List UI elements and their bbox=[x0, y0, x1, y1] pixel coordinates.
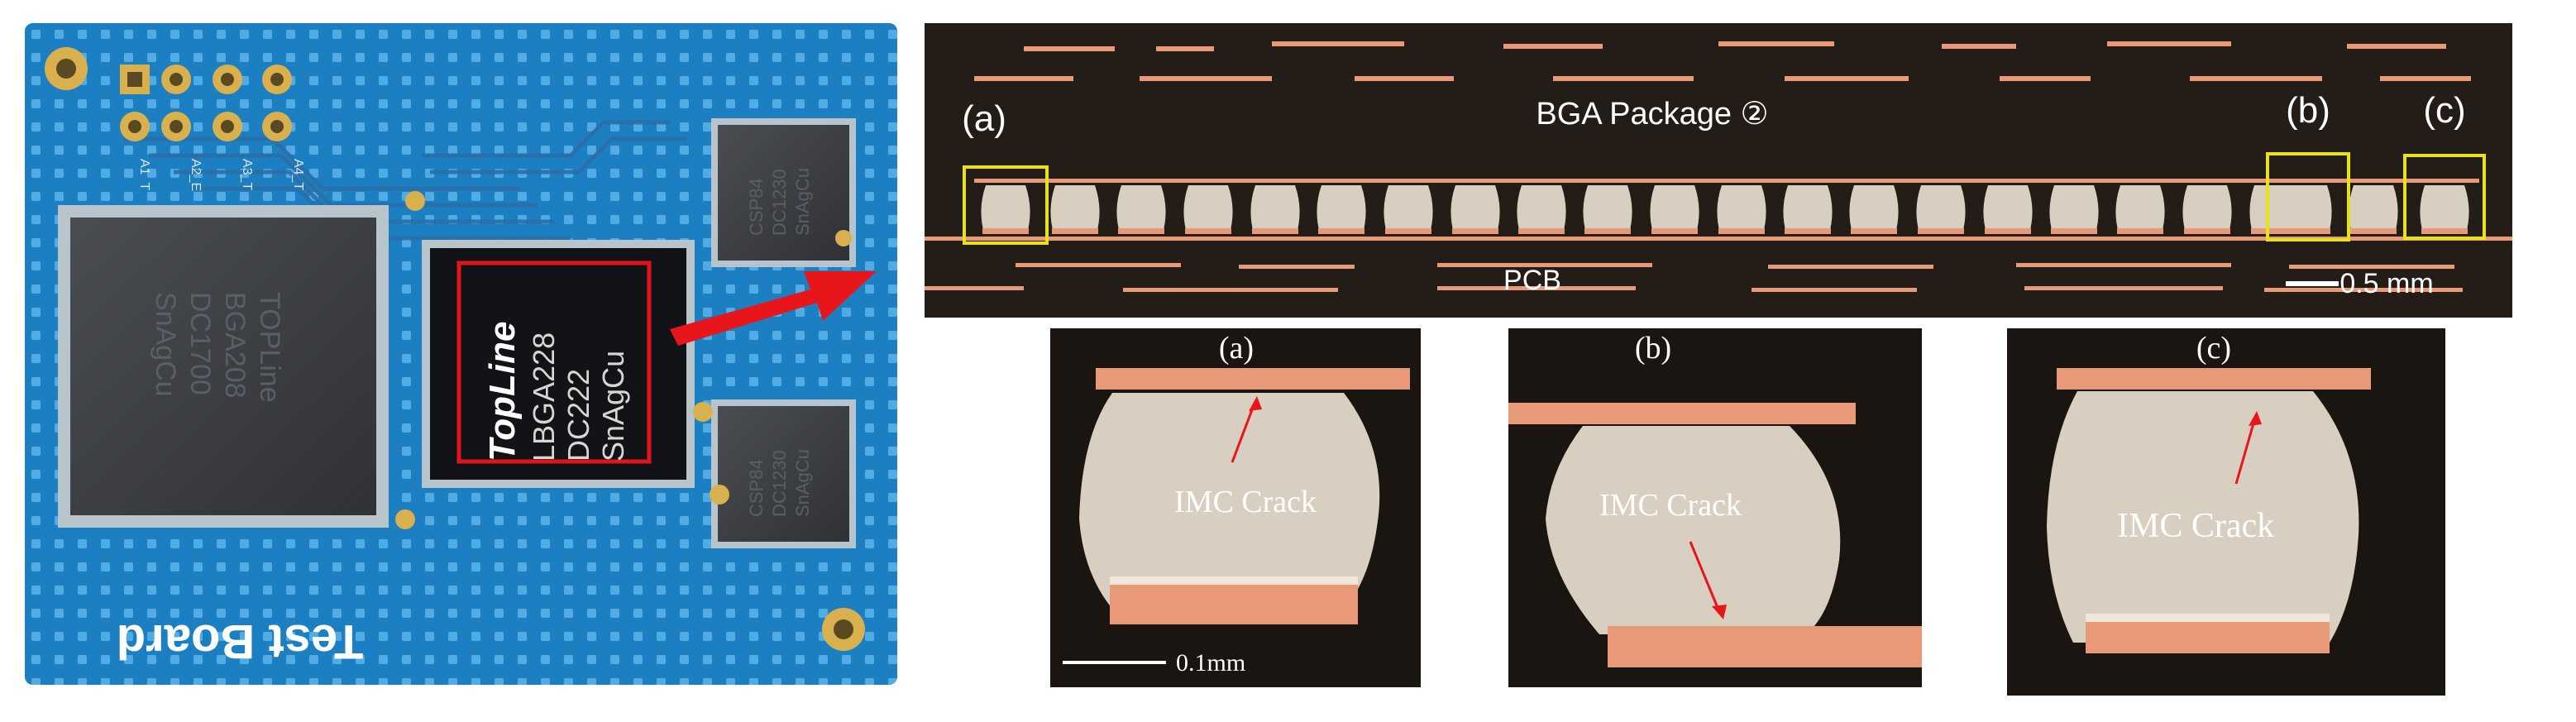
bga208-line-4: SnAgCu bbox=[150, 292, 181, 397]
solder-ball bbox=[1916, 185, 1966, 234]
bga208-chip bbox=[58, 205, 389, 528]
solder-ball bbox=[2049, 185, 2099, 234]
callout-box-c bbox=[2403, 154, 2486, 240]
top-copper-traces bbox=[974, 41, 2471, 81]
solder-ball bbox=[1783, 185, 1833, 234]
pcb-copper-traces bbox=[925, 237, 2512, 292]
solder-ball bbox=[2282, 185, 2332, 234]
solder-ball bbox=[1384, 185, 1433, 234]
solder-ball bbox=[1717, 185, 1766, 234]
pin-label-1: A1_T bbox=[141, 159, 151, 190]
solder-balls bbox=[981, 185, 2469, 234]
csp84-bottom-line-3: SnAgCu bbox=[792, 449, 813, 517]
bga-cross-section: (a) (b) (c) BGA Package ② PCB 0.5 mm bbox=[925, 23, 2512, 318]
test-board-text: Test Board bbox=[117, 614, 364, 668]
solder-ball bbox=[1183, 185, 1233, 234]
solder-ball bbox=[2115, 185, 2165, 234]
lbga228-code: DC222 bbox=[562, 369, 595, 461]
test-board-label: Test Board bbox=[83, 602, 397, 668]
strip-scale-bar bbox=[2286, 281, 2339, 286]
cross-section-graphic: (a) (b) (c) BGA Package ② PCB 0.5 mm bbox=[925, 41, 2512, 299]
bga208-line-3: DC1700 bbox=[184, 292, 216, 395]
detail-b-tag: (b) bbox=[1635, 331, 1671, 366]
pin-label-4: A4_T bbox=[291, 159, 305, 190]
solder-ball bbox=[2182, 185, 2232, 234]
solder-ball bbox=[1450, 185, 1500, 234]
topline-brand: TopLine bbox=[482, 322, 523, 461]
solder-ball bbox=[1517, 185, 1566, 234]
solder-ball bbox=[1983, 185, 2033, 234]
bga208-line-2: BGA208 bbox=[219, 292, 251, 399]
csp84-chip-bottom bbox=[711, 399, 856, 548]
csp84-bottom-label: CSP84 DC1230 SnAgCu bbox=[724, 412, 844, 536]
detail-panel-c: (c) IMC Crack bbox=[2007, 328, 2445, 696]
callout-box-a bbox=[963, 165, 1049, 245]
solder-ball bbox=[2349, 185, 2398, 234]
solder-ball bbox=[1250, 185, 1300, 234]
test-board-graphic bbox=[25, 23, 897, 685]
mounting-hole-bottom-right bbox=[822, 608, 865, 651]
solder-ball bbox=[1650, 185, 1699, 234]
lbga228-part: LBGA228 bbox=[527, 332, 561, 461]
csp84-top-label: CSP84 DC1230 SnAgCu bbox=[724, 131, 844, 255]
detail-panel-b: (b) IMC Crack bbox=[1508, 328, 1922, 687]
bga208-chip-label: TOPLine BGA208 DC1700 SnAgCu bbox=[108, 263, 356, 453]
pin-label-3: A3_T bbox=[240, 159, 254, 190]
detail-c-tag: (c) bbox=[2196, 331, 2231, 366]
pin-label-2: A2_E bbox=[189, 159, 203, 191]
strip-scale-label: 0.5 mm bbox=[2339, 268, 2433, 299]
header-pins bbox=[120, 65, 292, 141]
csp84-top-line-2: DC1230 bbox=[769, 169, 790, 236]
mounting-hole-top-left bbox=[45, 47, 88, 90]
lbga228-chip-label: TopLine LBGA228 DC222 SnAgCu bbox=[459, 263, 649, 461]
solder-ball bbox=[2420, 185, 2469, 234]
package-pad-line bbox=[974, 179, 2479, 183]
solder-ball bbox=[981, 185, 1030, 234]
callout-a-label: (a) bbox=[962, 98, 1006, 139]
detail-a-scale-label: 0.1mm bbox=[1176, 649, 1245, 677]
detail-a-crack-label: IMC Crack bbox=[1174, 485, 1317, 519]
csp84-top-line-1: CSP84 bbox=[746, 178, 767, 236]
callout-b-label: (b) bbox=[2286, 90, 2330, 131]
callout-box-b bbox=[2266, 152, 2350, 241]
solder-ball bbox=[1849, 185, 1899, 234]
solder-ball bbox=[1583, 185, 1632, 234]
highlight-box bbox=[456, 261, 652, 464]
pcb-label: PCB bbox=[1503, 265, 1561, 296]
detail-b-crack-label: IMC Crack bbox=[1599, 488, 1742, 523]
detail-c-crack-label: IMC Crack bbox=[2117, 507, 2274, 545]
red-arrow-icon bbox=[670, 271, 877, 346]
detail-a-tag: (a) bbox=[1219, 331, 1254, 366]
lbga228-alloy: SnAgCu bbox=[596, 351, 630, 461]
detail-panel-a: (a) IMC Crack 0.1mm bbox=[1050, 328, 1421, 687]
callout-c-label: (c) bbox=[2423, 90, 2465, 131]
solder-ball bbox=[1116, 185, 1166, 234]
csp84-bottom-line-2: DC1230 bbox=[769, 450, 790, 517]
csp84-top-line-3: SnAgCu bbox=[792, 168, 813, 236]
bga208-line-1: TOPLine bbox=[254, 292, 285, 403]
csp84-chip-top bbox=[711, 118, 856, 267]
bga-package-title: BGA Package ② bbox=[1536, 97, 1768, 131]
csp84-bottom-line-1: CSP84 bbox=[746, 459, 767, 517]
solder-ball bbox=[1317, 185, 1366, 234]
pin-labels: A1_T A2_E A3_T A4_T bbox=[141, 147, 356, 205]
solder-ball bbox=[1050, 185, 1100, 234]
detail-a-scale-bar bbox=[1063, 661, 1166, 664]
test-board-photo: TOPLine BGA208 DC1700 SnAgCu TopLine LBG… bbox=[25, 23, 897, 685]
